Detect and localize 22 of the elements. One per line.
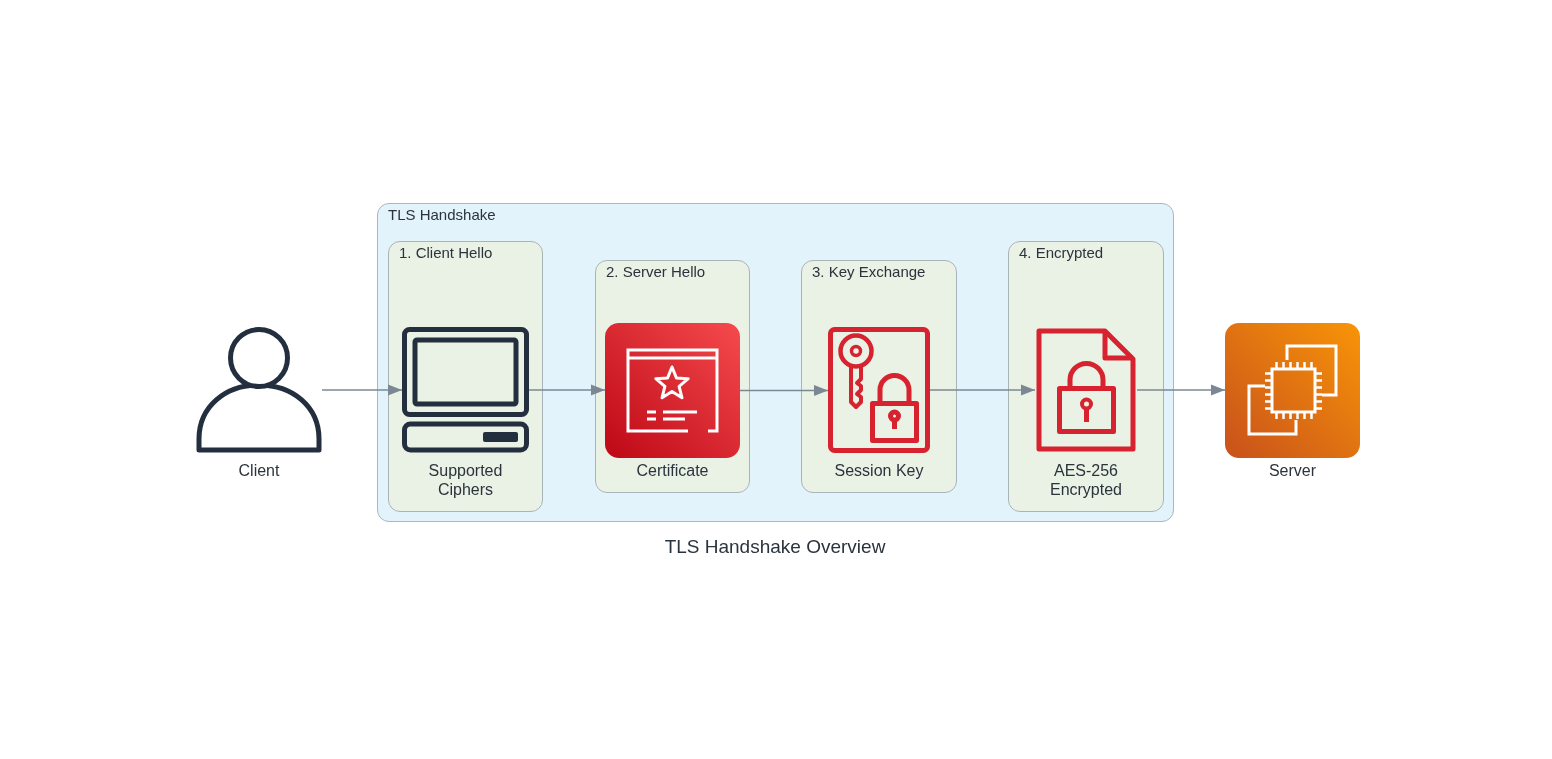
node-label: Certificate (636, 461, 709, 480)
node-label: Client (238, 461, 280, 480)
group-container (801, 260, 957, 493)
arrow (321, 384, 403, 396)
group-label: 4. Encrypted (1019, 244, 1104, 262)
diagram-title: TLS Handshake Overview (664, 536, 886, 558)
group-container (595, 260, 750, 493)
group-container (1008, 241, 1164, 512)
arrow (528, 384, 606, 396)
group-label: 1. Client Hello (399, 244, 493, 262)
arrow (929, 384, 1036, 396)
group-label: 3. Key Exchange (812, 263, 926, 281)
group-container (377, 203, 1174, 522)
node-label: Session Key (834, 461, 924, 480)
node-label: Server (1268, 461, 1317, 480)
node-label: Supported Ciphers (427, 461, 504, 499)
arrow (739, 385, 829, 396)
arrow (1136, 384, 1226, 396)
group-label: TLS Handshake (388, 206, 496, 224)
group-label: 2. Server Hello (606, 263, 706, 281)
group-container (388, 241, 543, 512)
node-label: AES-256 Encrypted (1048, 461, 1123, 499)
